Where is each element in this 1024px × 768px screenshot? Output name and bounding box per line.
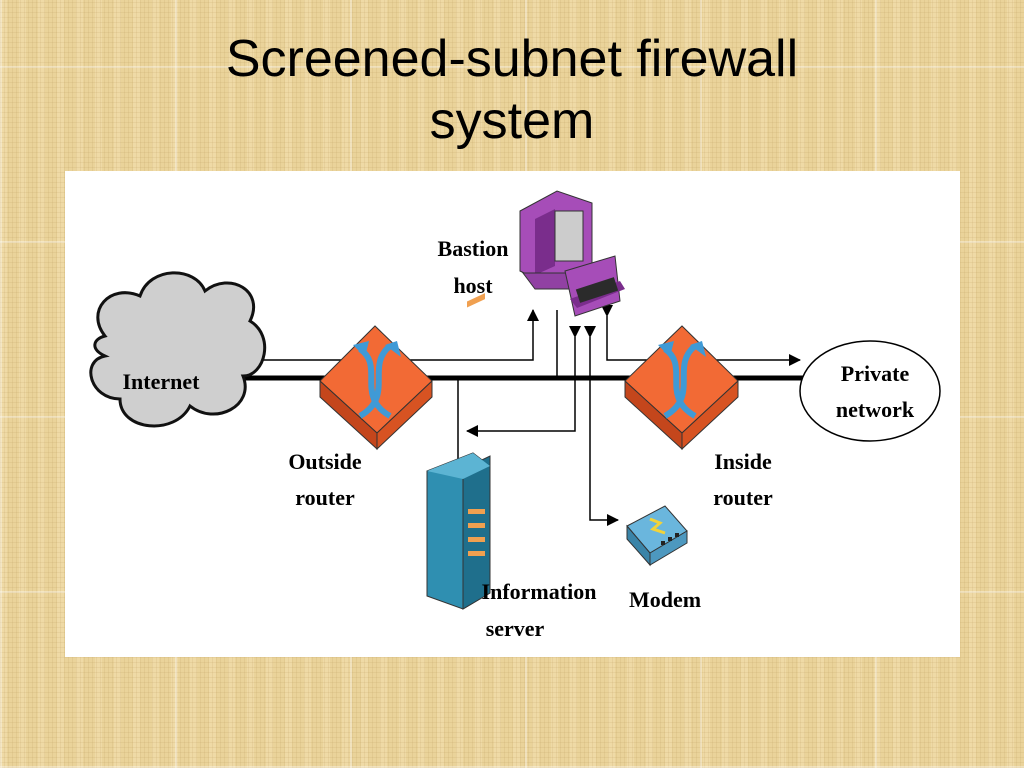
bastion-host-label-2: host [453,273,493,298]
outside-router-icon [319,325,433,451]
inside-router-label-2: router [713,485,773,510]
inside-router-label-1: Inside [714,449,772,474]
modem-icon [626,505,688,567]
title-line-2: system [429,92,595,150]
diagram-panel: Internet Outside router Bastion host Ins… [65,171,960,657]
information-server-icon [426,293,491,610]
network-diagram: Internet Outside router Bastion host Ins… [89,190,941,641]
slide-title: Screened-subnet firewall system [0,28,1024,152]
title-line-1: Screened-subnet firewall [225,30,799,88]
bastion-host-label-1: Bastion [438,236,509,261]
outside-router-label-1: Outside [288,449,362,474]
private-network-label-2: network [836,397,915,422]
private-network-ellipse [799,340,941,442]
internet-label: Internet [123,369,201,394]
inside-router-icon [624,325,739,451]
bastion-to-info-server-arrow [466,326,581,437]
outside-router-label-2: router [295,485,355,510]
internet-cloud-icon [89,271,267,428]
bastion-host-computer-icon [519,190,625,317]
modem-label: Modem [629,587,701,612]
information-server-label-2: server [486,616,545,641]
information-server-label-1: Information [482,579,597,604]
bastion-to-modem-arrow [584,326,619,526]
private-network-label-1: Private [841,361,910,386]
